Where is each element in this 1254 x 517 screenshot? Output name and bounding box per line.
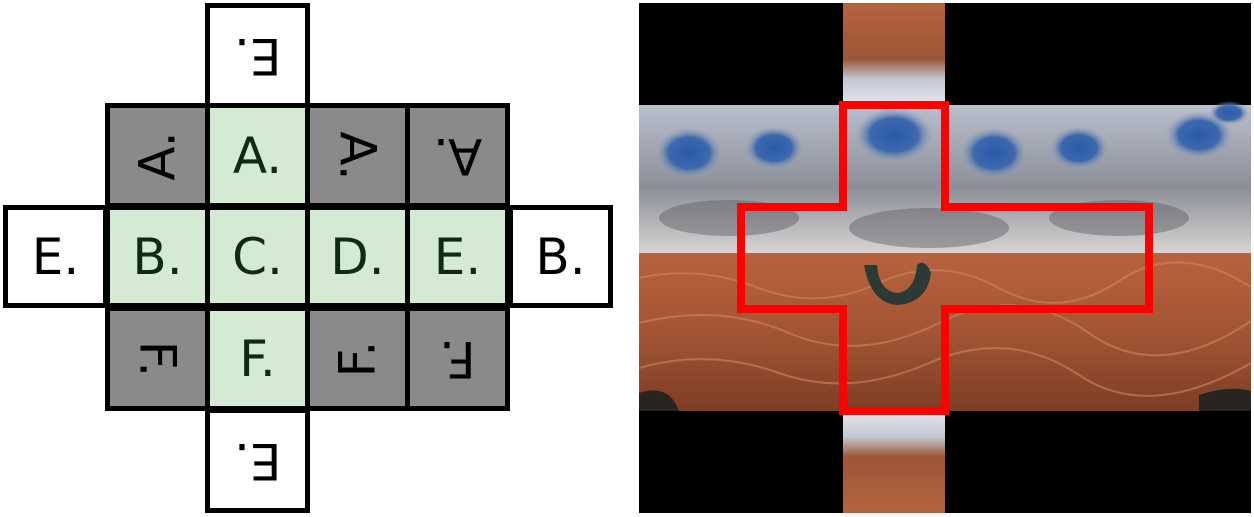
face-label: F. — [439, 329, 476, 388]
face-f-rot-180: F. — [405, 306, 510, 411]
face-c: C. — [205, 205, 310, 308]
face-b-right: B. — [508, 205, 613, 308]
face-label: F. — [328, 340, 387, 377]
face-a-rot-180: A. — [405, 103, 510, 208]
face-e-left: E. — [3, 205, 108, 308]
face-label: F. — [128, 340, 187, 377]
face-label: B. — [132, 227, 183, 286]
face-label: E. — [433, 227, 482, 286]
face-label: E. — [31, 227, 80, 286]
face-label: E. — [233, 26, 282, 85]
face-label: A. — [328, 130, 387, 181]
face-label: F. — [239, 329, 276, 388]
blue-sky-patches — [655, 101, 1249, 179]
face-a: A. — [205, 103, 310, 208]
rock-strata — [639, 261, 1251, 397]
face-top-e: E. — [205, 3, 310, 108]
face-label: B. — [535, 227, 586, 286]
face-f: F. — [205, 306, 310, 411]
face-label: D. — [330, 227, 385, 286]
face-label: A. — [232, 126, 283, 185]
face-f-rot-cw: F. — [105, 306, 210, 411]
face-a-rot-ccw: A. — [105, 103, 210, 208]
face-label: E. — [233, 431, 282, 490]
top-face-photo — [843, 3, 945, 105]
face-label: A. — [432, 126, 483, 185]
dark-ground — [639, 390, 679, 411]
face-b: B. — [105, 205, 210, 308]
face-bottom-e: E. — [205, 408, 310, 513]
dark-ground — [1199, 388, 1251, 411]
face-label: C. — [232, 227, 283, 286]
face-a-rot-cw: A. — [305, 103, 410, 208]
bottom-face-photo — [843, 411, 945, 513]
red-cross-outline — [737, 101, 1153, 415]
face-e: E. — [405, 205, 510, 308]
panorama-cubemap-image — [639, 3, 1251, 513]
face-f-rot-ccw: F. — [305, 306, 410, 411]
river-bend — [864, 262, 931, 305]
face-label: A. — [128, 130, 187, 181]
face-d: D. — [305, 205, 410, 308]
